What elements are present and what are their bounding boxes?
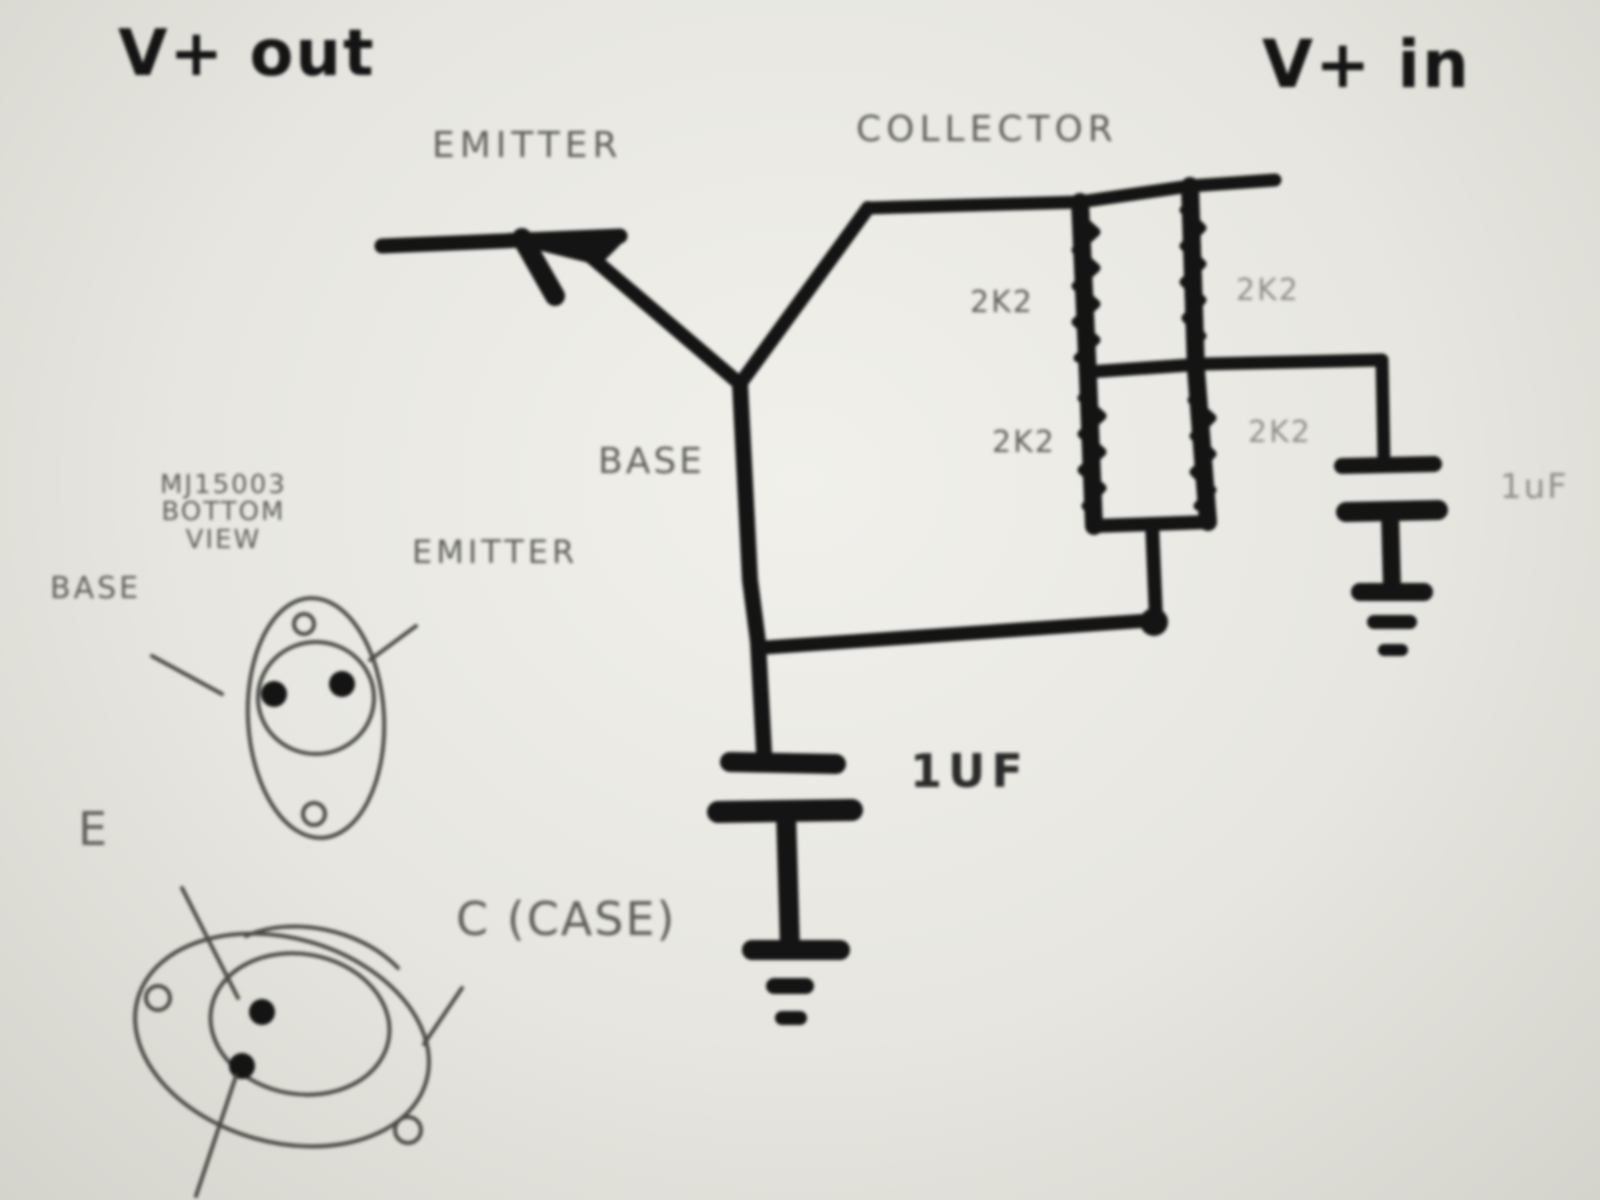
part-number-label: MJ15003 BOTTOM VIEW bbox=[160, 470, 287, 555]
divider-midpoint-wire bbox=[1081, 353, 1391, 469]
resistor-right bbox=[1179, 177, 1217, 531]
pin-emitter-label: EMITTER bbox=[412, 533, 579, 571]
base-feed-wire bbox=[751, 515, 1215, 655]
transistor-symbol bbox=[583, 201, 875, 760]
resistor-right-top-label: 2K2 bbox=[1236, 273, 1300, 308]
part-line-2: BOTTOM bbox=[161, 497, 286, 528]
emitter-wire bbox=[374, 228, 628, 306]
ground-right bbox=[1351, 583, 1433, 656]
package-bottom-view bbox=[150, 596, 418, 840]
collector-wire bbox=[861, 173, 1282, 215]
resistor-left bbox=[1071, 193, 1107, 535]
capacitor-main-label: 1UF bbox=[910, 744, 1029, 798]
ground-main bbox=[742, 940, 850, 1025]
base-label: BASE bbox=[598, 441, 705, 482]
pin-case-label: C (CASE) bbox=[456, 892, 677, 946]
resistor-left-bottom-label: 2K2 bbox=[992, 425, 1056, 460]
part-line-3: VIEW bbox=[185, 524, 262, 555]
collector-label: COLLECTOR bbox=[856, 109, 1118, 150]
resistor-right-bottom-label: 2K2 bbox=[1248, 415, 1312, 450]
v-out-label: V+ out bbox=[118, 17, 376, 91]
capacitor-right-label: 1uF bbox=[1500, 467, 1569, 507]
pin-base-label: BASE bbox=[50, 571, 142, 606]
emitter-label: EMITTER bbox=[432, 125, 623, 166]
resistor-left-top-label: 2K2 bbox=[970, 285, 1034, 320]
v-in-label: V+ in bbox=[1262, 26, 1471, 103]
package-angled-view bbox=[133, 886, 464, 1198]
part-line-1: MJ15003 bbox=[160, 470, 287, 500]
capacitor-right bbox=[1334, 456, 1448, 595]
capacitor-main bbox=[707, 752, 863, 958]
pin-e-label: E bbox=[78, 802, 108, 856]
